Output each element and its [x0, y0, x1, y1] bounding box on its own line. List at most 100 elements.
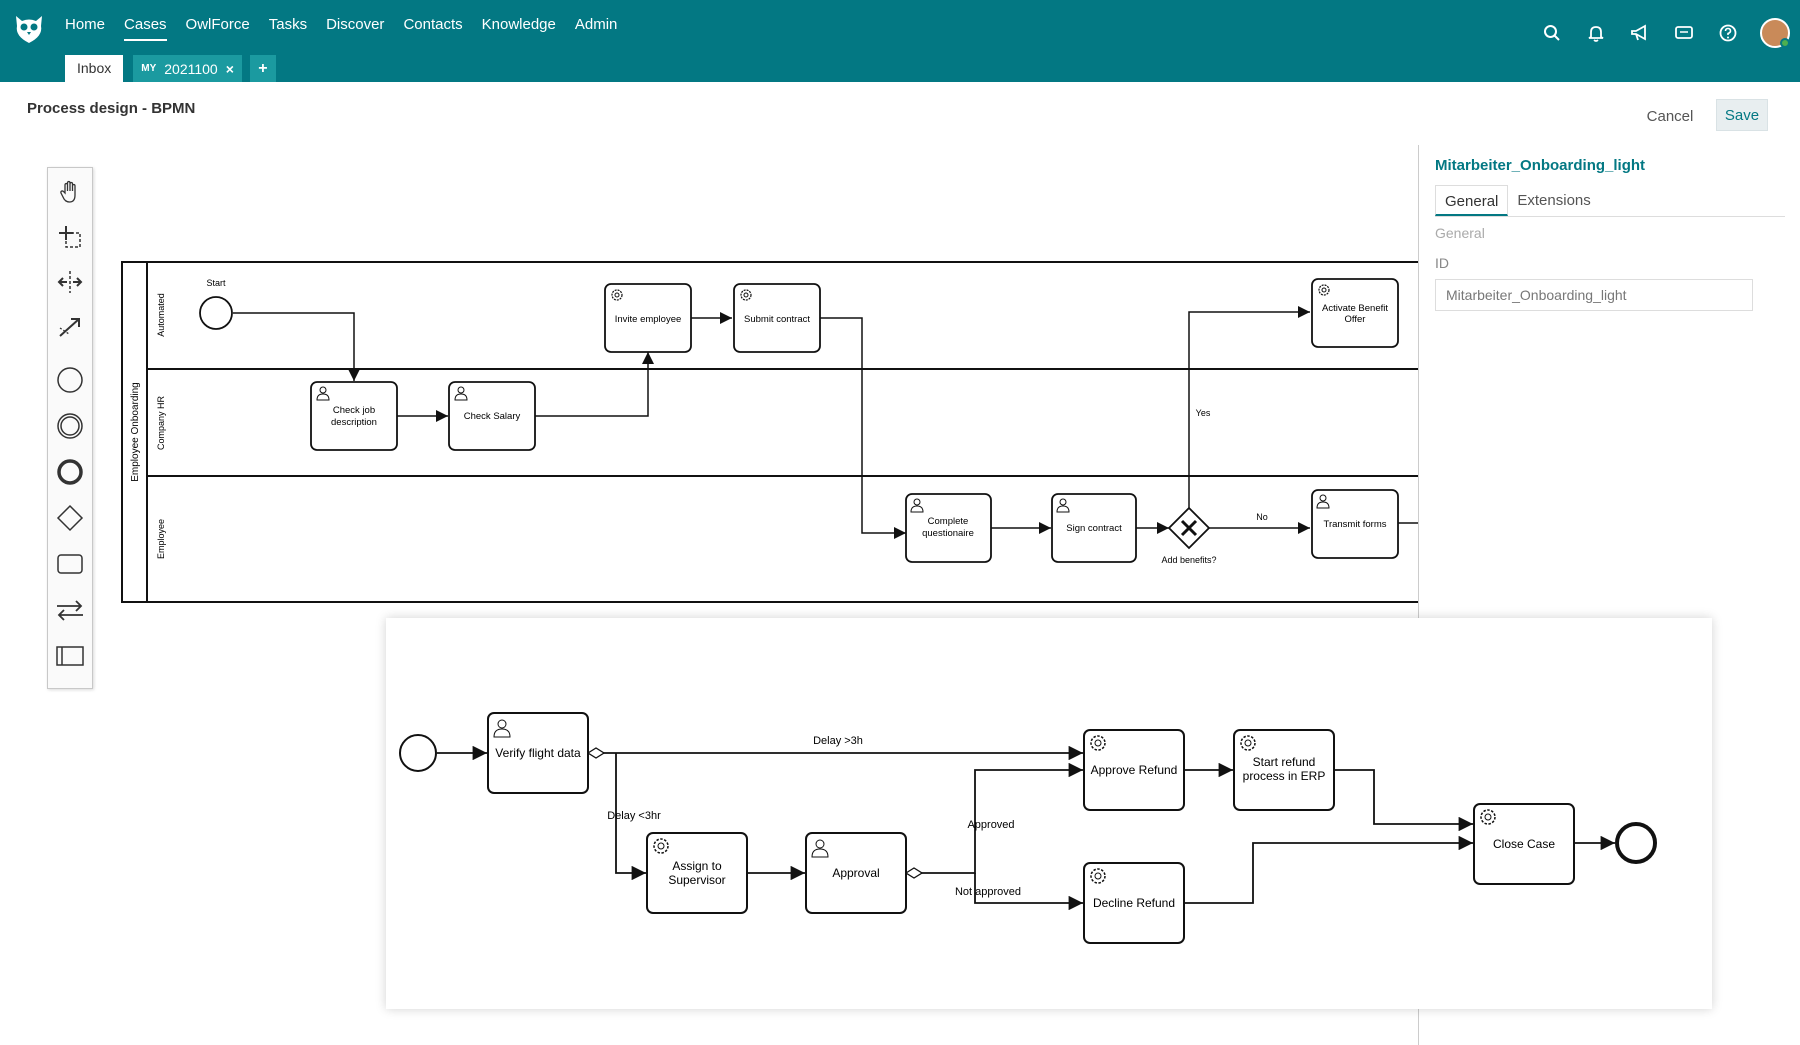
- svg-text:Activate Benefit: Activate Benefit: [1322, 303, 1388, 314]
- add-tab-button[interactable]: +: [249, 55, 276, 82]
- user-icon: [454, 386, 468, 401]
- task-verify-flight-data[interactable]: Verify flight data: [487, 712, 589, 794]
- overlay-start-event[interactable]: [399, 734, 437, 772]
- megaphone-icon[interactable]: [1628, 21, 1652, 45]
- search-icon[interactable]: [1540, 21, 1564, 45]
- gateway-icon[interactable]: [52, 500, 88, 536]
- connect-tool-icon[interactable]: [52, 309, 88, 345]
- task-check-job-description[interactable]: Check job description: [310, 381, 398, 451]
- task-icon[interactable]: [52, 546, 88, 582]
- start-event[interactable]: [199, 296, 233, 330]
- tab-case[interactable]: MY 2021100 ×: [133, 55, 242, 82]
- bpmn-palette: [47, 167, 93, 689]
- svg-text:Submit contract: Submit contract: [744, 314, 810, 325]
- user-icon: [811, 839, 829, 858]
- nav-cases[interactable]: Cases: [124, 14, 167, 41]
- owl-logo-icon[interactable]: [12, 12, 46, 46]
- nav-owlforce[interactable]: OwlForce: [185, 16, 250, 33]
- task-check-salary[interactable]: Check Salary: [448, 381, 536, 451]
- main-nav: Home Cases OwlForce Tasks Discover Conta…: [65, 14, 636, 41]
- nav-home[interactable]: Home: [65, 16, 106, 33]
- header-actions: [1520, 18, 1790, 48]
- gear-icon: [611, 289, 623, 301]
- svg-text:Check job: Check job: [333, 405, 375, 416]
- gear-icon: [1318, 284, 1330, 296]
- case-number: 2021100: [164, 60, 218, 77]
- user-icon: [1316, 494, 1330, 509]
- bell-icon[interactable]: [1584, 21, 1608, 45]
- flow-label-delay-gt: Delay >3h: [813, 735, 863, 747]
- svg-text:Approve Refund: Approve Refund: [1091, 763, 1178, 777]
- svg-text:Assign to: Assign to: [672, 859, 722, 873]
- end-event-icon[interactable]: [52, 454, 88, 490]
- svg-text:Approval: Approval: [832, 866, 879, 880]
- user-icon: [910, 498, 924, 513]
- flow-label-not-approved: Not approved: [955, 886, 1021, 898]
- lane-label-company-hr: Company HR: [156, 395, 166, 450]
- nav-knowledge[interactable]: Knowledge: [481, 16, 556, 33]
- pool-label: Employee Onboarding: [130, 382, 141, 482]
- top-navigation-bar: Home Cases OwlForce Tasks Discover Conta…: [0, 0, 1800, 82]
- lasso-tool-icon[interactable]: [52, 219, 88, 255]
- svg-text:questionaire: questionaire: [922, 528, 974, 539]
- task-approval[interactable]: Approval: [805, 832, 907, 914]
- lane-label-automated: Automated: [156, 293, 166, 337]
- hand-tool-icon[interactable]: [52, 174, 88, 210]
- task-start-refund-process[interactable]: Start refund process in ERP: [1233, 729, 1335, 811]
- svg-text:Transmit forms: Transmit forms: [1324, 519, 1387, 530]
- task-approve-refund[interactable]: Approve Refund: [1083, 729, 1185, 811]
- svg-text:Close Case: Close Case: [1493, 837, 1555, 851]
- overlay-bpmn-canvas[interactable]: Verify flight data Assign to Supervisor …: [386, 618, 1712, 1009]
- overlay-end-event[interactable]: [1615, 822, 1657, 864]
- open-tabs: Inbox MY 2021100 × +: [65, 55, 276, 82]
- gear-icon: [653, 838, 669, 854]
- task-close-case[interactable]: Close Case: [1473, 803, 1575, 885]
- start-event-icon[interactable]: [52, 362, 88, 398]
- svg-text:Check Salary: Check Salary: [464, 411, 521, 422]
- properties-tabs: General Extensions: [1435, 185, 1785, 217]
- task-submit-contract[interactable]: Submit contract: [733, 283, 821, 353]
- cancel-button[interactable]: Cancel: [1634, 101, 1706, 131]
- flow-label-no: No: [1256, 512, 1268, 522]
- gateway-add-benefits[interactable]: [1167, 506, 1211, 550]
- svg-text:Verify flight data: Verify flight data: [495, 746, 581, 760]
- task-assign-to-supervisor[interactable]: Assign to Supervisor: [646, 832, 748, 914]
- overlay-sequence-flows: [437, 745, 1615, 911]
- space-tool-icon[interactable]: [52, 264, 88, 300]
- nav-contacts[interactable]: Contacts: [403, 16, 463, 33]
- nav-discover[interactable]: Discover: [326, 16, 385, 33]
- save-button[interactable]: Save: [1716, 99, 1768, 131]
- gear-icon: [1240, 735, 1256, 751]
- lane-label-employee: Employee: [156, 519, 166, 559]
- nav-admin[interactable]: Admin: [574, 16, 618, 33]
- user-avatar[interactable]: [1760, 18, 1790, 48]
- pool-icon[interactable]: [52, 638, 88, 674]
- flow-label-yes: Yes: [1196, 408, 1211, 418]
- svg-text:description: description: [331, 417, 377, 428]
- flow-label-approved: Approved: [967, 819, 1014, 831]
- gear-icon: [1480, 809, 1496, 825]
- task-sign-contract[interactable]: Sign contract: [1051, 493, 1137, 563]
- id-input[interactable]: [1435, 279, 1753, 311]
- chat-icon[interactable]: [1672, 21, 1696, 45]
- intermediate-event-icon[interactable]: [52, 408, 88, 444]
- task-complete-questionaire[interactable]: Complete questionaire: [905, 493, 992, 563]
- task-activate-benefit-offer[interactable]: Activate Benefit Offer: [1311, 278, 1399, 348]
- tab-extensions[interactable]: Extensions: [1517, 192, 1591, 209]
- svg-text:Supervisor: Supervisor: [668, 873, 725, 887]
- gear-icon: [740, 289, 752, 301]
- task-invite-employee[interactable]: Invite employee: [604, 283, 692, 353]
- tab-general[interactable]: General: [1435, 185, 1509, 216]
- bpmn-canvas[interactable]: Employee Onboarding Automated Company HR…: [0, 0, 1418, 620]
- case-badge: MY: [141, 63, 157, 74]
- tab-inbox[interactable]: Inbox: [65, 55, 124, 82]
- properties-title: Mitarbeiter_Onboarding_light: [1435, 157, 1646, 174]
- flow-label-delay-lt: Delay <3hr: [607, 810, 661, 822]
- sequence-flow-icon[interactable]: [52, 592, 88, 628]
- close-tab-icon[interactable]: ×: [225, 60, 234, 77]
- task-transmit-forms[interactable]: Transmit forms: [1311, 489, 1399, 559]
- nav-tasks[interactable]: Tasks: [268, 16, 308, 33]
- task-decline-refund[interactable]: Decline Refund: [1083, 862, 1185, 944]
- svg-text:Decline Refund: Decline Refund: [1093, 896, 1175, 910]
- help-icon[interactable]: [1716, 21, 1740, 45]
